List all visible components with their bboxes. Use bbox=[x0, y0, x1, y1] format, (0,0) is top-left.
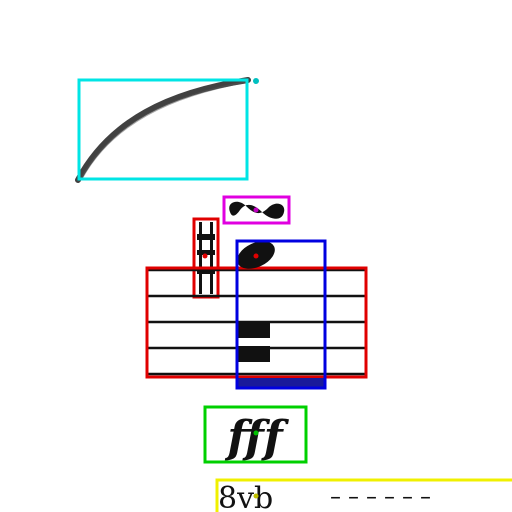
turn-group bbox=[222, 195, 291, 225]
dynamic-bbox bbox=[203, 405, 308, 464]
turn-bbox bbox=[222, 195, 291, 225]
staff-bbox bbox=[145, 266, 368, 379]
slur-curve-icon bbox=[75, 77, 251, 183]
accidental-group bbox=[192, 217, 220, 299]
slur-bbox bbox=[77, 78, 249, 181]
beam-block bbox=[237, 378, 325, 388]
note-bbox bbox=[235, 239, 327, 390]
ottava-bbox bbox=[215, 478, 512, 512]
ottava-dash-line: – – – – – – bbox=[330, 485, 431, 510]
rest-icon bbox=[238, 322, 270, 338]
ottava-group: 8vb – – – – – – bbox=[215, 478, 512, 512]
note-group bbox=[235, 239, 327, 390]
dynamic-group: fff bbox=[203, 405, 308, 464]
slur-group bbox=[75, 77, 259, 183]
ottava-label: 8vb bbox=[218, 481, 273, 512]
slur-anchor-point bbox=[253, 78, 259, 84]
dynamic-marking: fff bbox=[224, 412, 289, 463]
rest-icon bbox=[238, 346, 270, 362]
